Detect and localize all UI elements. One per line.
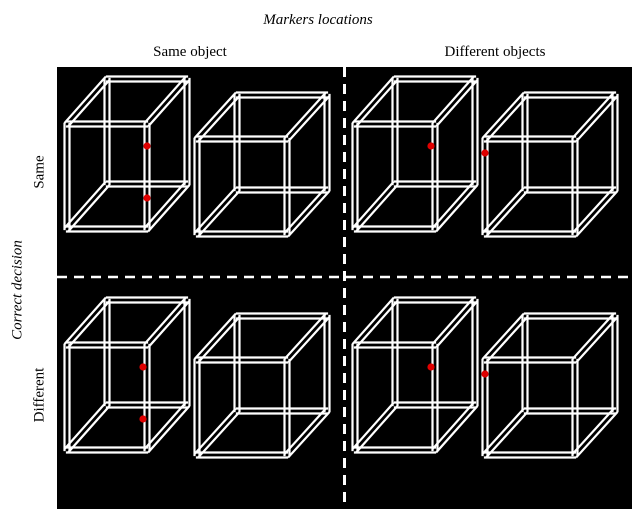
cube-edge (193, 407, 237, 455)
cube-left (351, 296, 479, 454)
red-marker (481, 370, 489, 378)
column-header-different-objects: Different objects (444, 44, 546, 60)
cube-edge (147, 79, 191, 128)
cube-left (63, 296, 191, 454)
cube-edge (67, 79, 111, 128)
cube-edge (351, 75, 395, 124)
stimulus-grid (57, 67, 632, 509)
cube-edge (571, 312, 615, 360)
cube-edge (575, 95, 619, 143)
cube-edge (63, 180, 107, 229)
cube-edge (63, 75, 107, 124)
stimulus-panel (345, 67, 632, 276)
cube-edge (197, 316, 241, 364)
cube-edge (67, 184, 111, 233)
cube-edge (143, 180, 187, 229)
cube-edge (481, 186, 525, 234)
cube-edge (147, 300, 191, 349)
cube-edge (351, 296, 395, 345)
cube-edge (143, 401, 187, 450)
cube-edge (287, 95, 331, 143)
cube-edge (283, 312, 327, 360)
figure-title: Markers locations (263, 12, 373, 28)
stimulus-panel (57, 278, 344, 487)
red-marker (143, 194, 151, 202)
red-marker (143, 142, 151, 150)
cube-edge (435, 79, 479, 128)
cube-edge (193, 312, 237, 360)
cube-right (193, 312, 331, 459)
cube-edge (287, 411, 331, 459)
cube-edge (351, 401, 395, 450)
cube-edge (355, 405, 399, 454)
stimulus-panel (57, 67, 344, 276)
cube-edge (147, 184, 191, 233)
cube-edge (287, 190, 331, 238)
row-header-same: Same (31, 155, 48, 189)
cube-edge (63, 401, 107, 450)
cube-edge (431, 401, 475, 450)
cube-edge (431, 296, 475, 345)
cube-edge (283, 186, 327, 234)
cube-right (481, 312, 619, 459)
cube-right (193, 91, 331, 238)
cube-edge (485, 95, 529, 143)
cube-edge (283, 91, 327, 139)
row-header-different: Different (31, 367, 48, 423)
cube-edge (147, 405, 191, 454)
cube-edge (193, 91, 237, 139)
cube-edge (193, 186, 237, 234)
cube-edge (481, 312, 525, 360)
red-marker (481, 149, 489, 157)
cube-edge (355, 79, 399, 128)
cube-edge (355, 300, 399, 349)
cube-edge (355, 184, 399, 233)
stimulus-panel (345, 278, 632, 487)
cube-right (481, 91, 619, 238)
cube-edge (143, 296, 187, 345)
red-marker (139, 363, 147, 371)
column-header-same-object: Same object (153, 44, 227, 60)
cube-edge (67, 300, 111, 349)
cube-edge (481, 407, 525, 455)
cube-edge (575, 411, 619, 459)
cube-edge (571, 186, 615, 234)
cube-edge (351, 180, 395, 229)
cube-edge (575, 316, 619, 364)
cube-edge (197, 95, 241, 143)
red-marker (427, 363, 435, 371)
cube-edge (485, 316, 529, 364)
cube-edge (435, 300, 479, 349)
cube-edge (143, 75, 187, 124)
cube-edge (435, 184, 479, 233)
red-marker (139, 415, 147, 423)
row-axis-title: Correct decision (9, 240, 26, 340)
stimulus-grid-canvas (57, 67, 632, 509)
cube-edge (571, 91, 615, 139)
cube-edge (485, 411, 529, 459)
cube-edge (575, 190, 619, 238)
cube-edge (481, 91, 525, 139)
cube-edge (435, 405, 479, 454)
cube-edge (571, 407, 615, 455)
cube-edge (431, 180, 475, 229)
cube-edge (485, 190, 529, 238)
cube-edge (287, 316, 331, 364)
cube-edge (67, 405, 111, 454)
red-marker (427, 142, 435, 150)
cube-edge (197, 190, 241, 238)
cube-left (63, 75, 191, 233)
cube-edge (431, 75, 475, 124)
cube-left (351, 75, 479, 233)
cube-edge (197, 411, 241, 459)
cube-edge (283, 407, 327, 455)
cube-edge (63, 296, 107, 345)
